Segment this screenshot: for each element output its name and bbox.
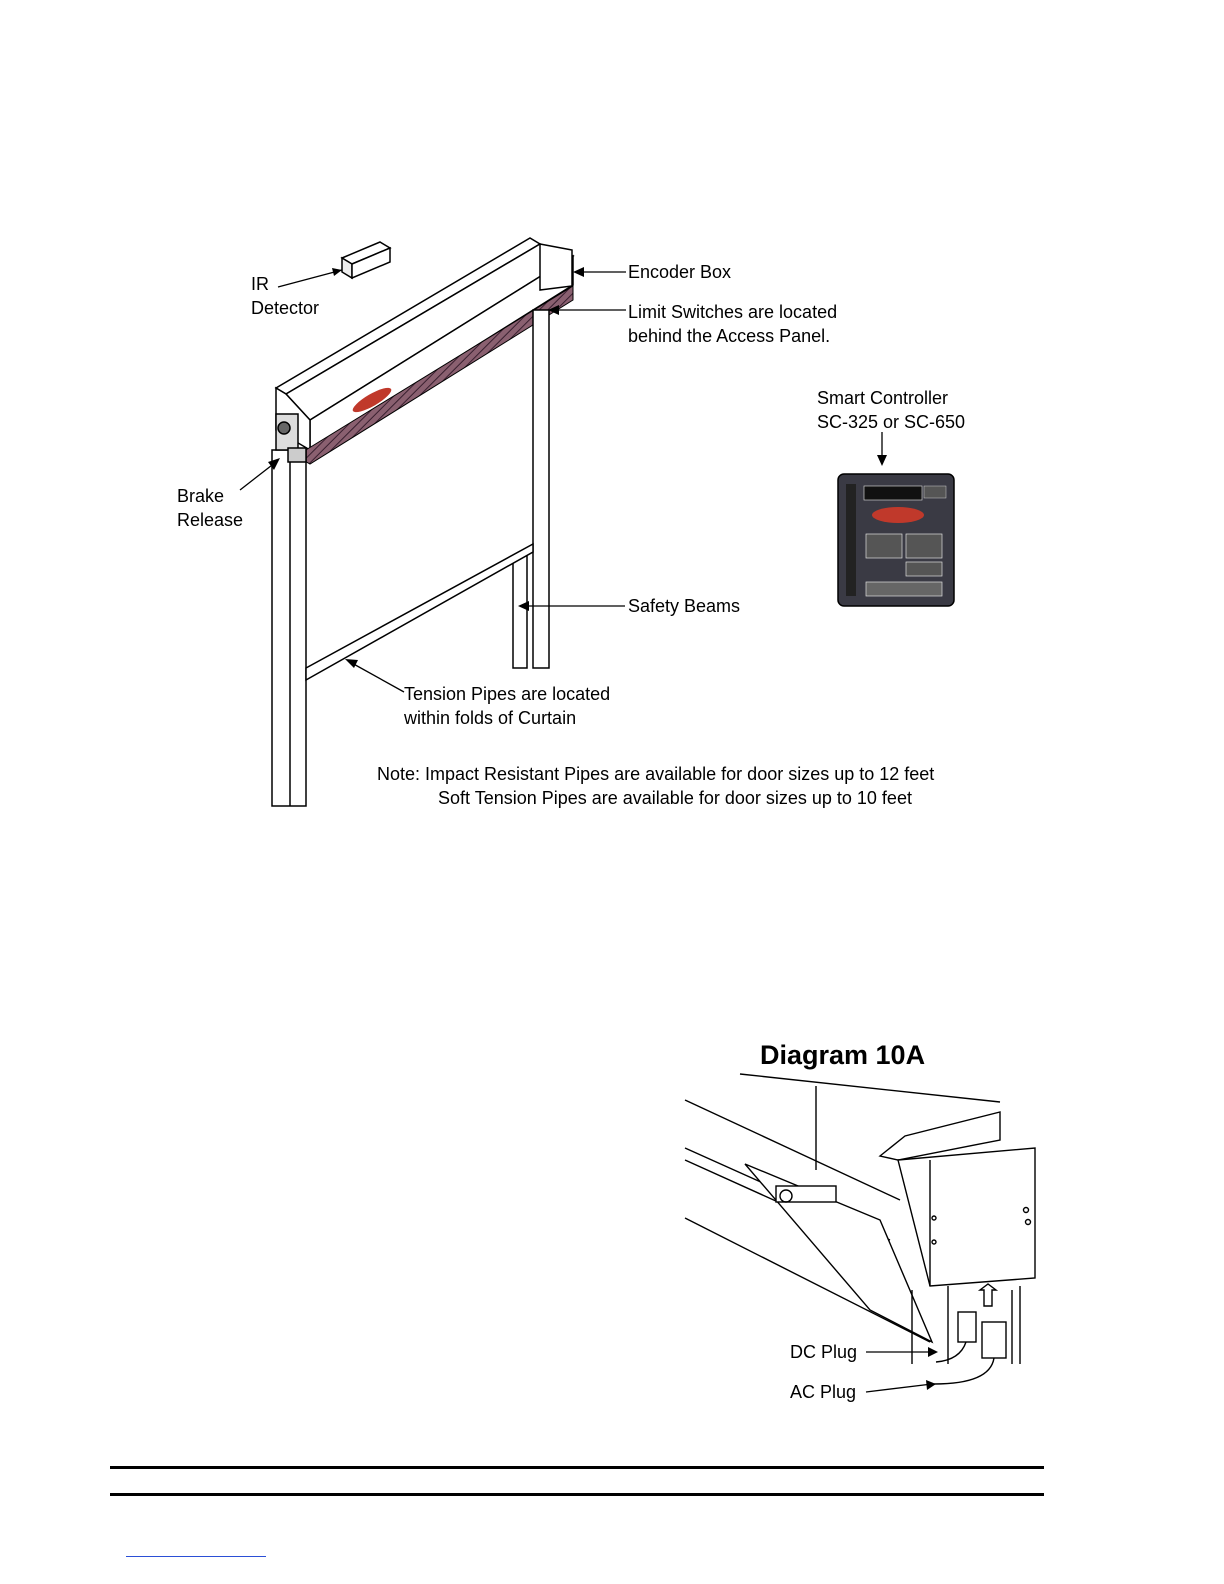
note-line1: Note: Impact Resistant Pipes are availab…	[377, 764, 935, 784]
smart-controller-box	[837, 473, 955, 607]
footer-link-underline[interactable]	[126, 1556, 266, 1557]
right-guide-column	[512, 309, 550, 669]
ir-detector-label-line1: IR	[251, 274, 269, 294]
tension-pipe-bar	[305, 542, 534, 682]
diagram-10a-drawing	[684, 1073, 1036, 1385]
smart-controller-label-line1: Smart Controller	[817, 388, 949, 408]
footer-rule-top	[110, 1466, 1044, 1469]
ac-plug-leader	[865, 1383, 933, 1393]
ir-detector-leader	[277, 269, 343, 288]
safety-beams-label: Safety Beams	[628, 596, 741, 616]
left-guide-column	[271, 413, 307, 807]
dc-plug-label: DC Plug	[790, 1342, 858, 1362]
header-logo	[352, 387, 392, 413]
tension-pipes-leader	[349, 661, 405, 693]
footer-rule-bottom	[110, 1493, 1044, 1496]
ir-detector-box	[340, 241, 392, 280]
brake-release-leader	[239, 461, 277, 491]
limit-switches-label-line2: behind the Access Panel.	[628, 326, 831, 346]
limit-switches-label-line1: Limit Switches are located	[628, 302, 838, 322]
note-line2: Soft Tension Pipes are available for doo…	[438, 788, 912, 808]
encoder-box-label: Encoder Box	[628, 262, 732, 282]
tension-pipes-label-line1: Tension Pipes are located	[404, 684, 611, 704]
ac-plug-label: AC Plug	[790, 1382, 857, 1402]
door-header	[274, 237, 575, 452]
brake-release-label-line1: Brake	[177, 486, 225, 506]
tension-pipes-label-line2: within folds of Curtain	[404, 708, 577, 728]
brake-release-label-line2: Release	[177, 510, 244, 530]
smart-controller-label-line2: SC-325 or SC-650	[817, 412, 966, 432]
diagram-title: Diagram 10A	[760, 1040, 926, 1070]
ir-detector-label-line2: Detector	[251, 298, 320, 318]
